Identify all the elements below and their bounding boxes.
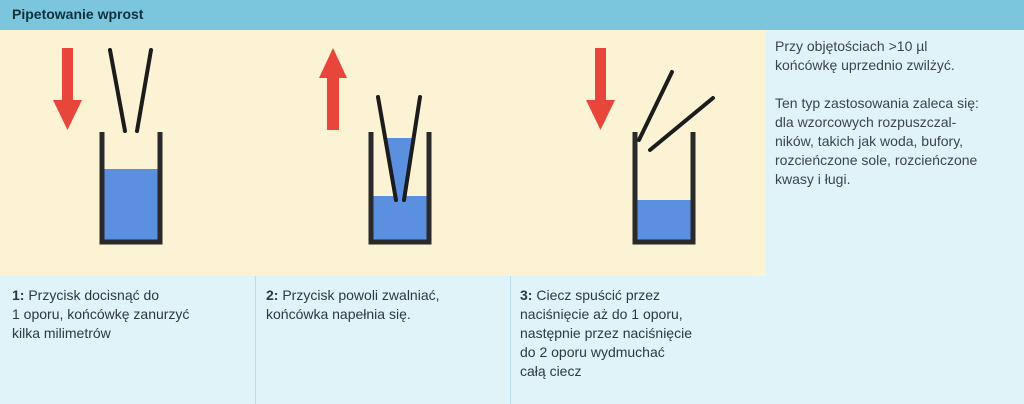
arrow-down-icon: [586, 48, 615, 130]
page-title: Pipetowanie wprost: [12, 6, 144, 22]
step-3-caption: 3: Ciecz spuścić przez naciśnięcie aż do…: [520, 286, 692, 381]
caption-line: kilka milimetrów: [12, 325, 111, 341]
step-number: 1:: [12, 287, 25, 303]
step-number: 2:: [266, 287, 279, 303]
caption-line: Przycisk powoli zwalniać,: [282, 287, 440, 303]
beaker: [368, 132, 432, 245]
caption-line: Przycisk docisnąć do: [28, 287, 160, 303]
sidebar-line: Przy objętościach >10 µl: [775, 38, 928, 54]
pipette-tip: [648, 96, 715, 152]
liquid: [637, 200, 691, 240]
caption-line: do 2 oporu wydmuchać: [520, 344, 665, 360]
pipette-tip: [376, 95, 398, 202]
step-3-illustration: [586, 48, 715, 245]
pipette-tip: [637, 70, 674, 142]
sidebar-line: dla wzorcowych rozpuszczal-: [775, 114, 957, 130]
sidebar-line: rozcieńczone sole, rozcieńczone: [775, 152, 978, 168]
pipetting-diagram: [53, 48, 715, 245]
pipette-tip: [108, 48, 127, 133]
pipette-tip: [402, 95, 422, 202]
liquid: [373, 196, 427, 242]
caption-line: całą ciecz: [520, 363, 582, 379]
step-2-caption: 2: Przycisk powoli zwalniać, końcówka na…: [266, 286, 440, 324]
beaker: [632, 132, 696, 245]
caption-divider: [510, 276, 511, 404]
sidebar-panel: [766, 30, 1024, 404]
caption-line: końcówka napełnia się.: [266, 306, 411, 322]
liquid: [104, 169, 158, 240]
caption-divider: [255, 276, 256, 404]
sidebar-line: kwasy i ługi.: [775, 171, 851, 187]
arrow-up-icon: [319, 48, 347, 130]
step-1-caption: 1: Przycisk docisnąć do 1 oporu, końcówk…: [12, 286, 189, 343]
sidebar-line: ników, takich jak woda, bufory,: [775, 133, 964, 149]
caption-line: 1 oporu, końcówkę zanurzyć: [12, 306, 190, 322]
step-number: 3:: [520, 287, 533, 303]
step-1-illustration: [53, 48, 163, 245]
sidebar-line: Ten typ zastosowania zaleca się:: [775, 95, 979, 111]
caption-line: następnie przez naciśnięcie: [520, 325, 692, 341]
caption-line: Ciecz spuścić przez: [536, 287, 661, 303]
arrow-down-icon: [53, 48, 82, 130]
step-2-illustration: [319, 48, 432, 245]
pipette-tip: [135, 48, 153, 133]
sidebar-recommendation: Ten typ zastosowania zaleca się: dla wzo…: [775, 94, 979, 189]
sidebar-line: końcówkę uprzednio zwilżyć.: [775, 57, 955, 73]
header-bar: Pipetowanie wprost: [0, 0, 1024, 30]
sidebar-note: Przy objętościach >10 µl końcówkę uprzed…: [775, 37, 955, 75]
beaker: [99, 132, 163, 245]
caption-line: naciśnięcie aż do 1 oporu,: [520, 306, 683, 322]
caption-area: [0, 276, 766, 404]
